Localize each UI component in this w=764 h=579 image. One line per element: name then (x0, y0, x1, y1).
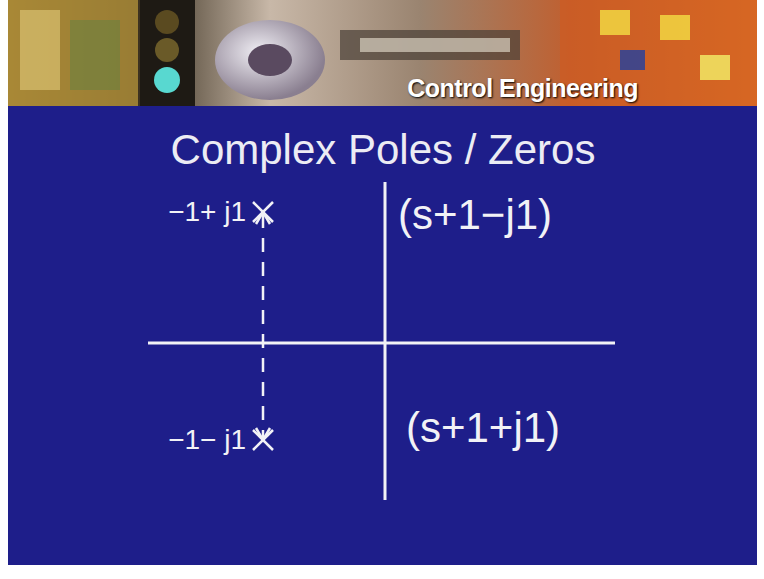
factor-expression: (s+1−j1) (398, 194, 552, 236)
pole-markers (253, 202, 273, 450)
banner-title: Control Engineering (407, 76, 638, 101)
slide-title: Complex Poles / Zeros (171, 129, 596, 171)
s-plane-axes (148, 182, 615, 500)
factor-expression: (s+1+j1) (406, 407, 560, 449)
banner-collage (8, 0, 757, 106)
pole-value: −1+ j1 (168, 198, 246, 226)
pole-value: −1− j1 (168, 426, 246, 454)
slide-ground (8, 0, 757, 565)
conjugate-arrow (256, 212, 270, 440)
